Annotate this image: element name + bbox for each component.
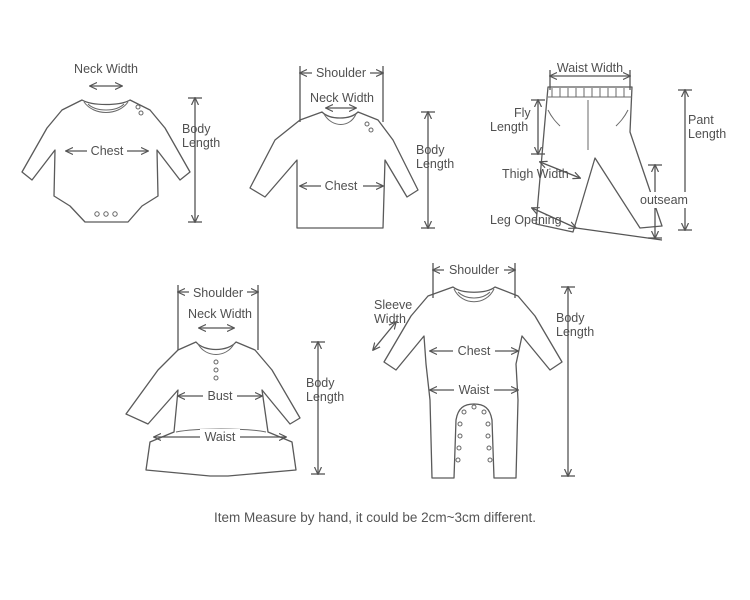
pants-pant-length-label-1: Pant: [688, 113, 714, 127]
romper-sleeve-width-label-2: Width: [374, 312, 406, 326]
romper-shoulder-label: Shoulder: [449, 263, 499, 277]
romper-body-length-label-2: Length: [556, 325, 594, 339]
dress-body-length-label-1: Body: [306, 376, 335, 390]
pants-fly-length-label-2: Length: [490, 120, 528, 134]
bodysuit-figure: [21, 99, 191, 223]
dress-figure: [125, 341, 301, 477]
romper-body-length-label-1: Body: [556, 311, 585, 325]
romper-chest-label: Chest: [458, 344, 491, 358]
bodysuit-body-length-label-2: Length: [182, 136, 220, 150]
pants-fly-length-label-1: Fly: [514, 106, 531, 120]
measurement-note: Item Measure by hand, it could be 2cm~3c…: [213, 510, 537, 525]
romper-sleeve-arrow: [373, 322, 396, 350]
pants-leg-opening-label: Leg Opening: [490, 213, 562, 227]
pants-waist-width-label: Waist Width: [557, 61, 623, 75]
top-body-length-label-2: Length: [416, 157, 454, 171]
bodysuit-body-length-label-1: Body: [182, 122, 211, 136]
top-body-length-label-1: Body: [416, 143, 445, 157]
pants-outseam-label: outseam: [640, 193, 688, 207]
top-figure: [249, 111, 419, 229]
pants-pant-length-label-2: Length: [688, 127, 726, 141]
dress-neck-width-label: Neck Width: [188, 307, 252, 321]
dress-shoulder-label: Shoulder: [193, 286, 243, 300]
pants-leg-opening-arrow: [532, 208, 576, 228]
bodysuit-neck-width-label: Neck Width: [74, 62, 138, 76]
romper-sleeve-width-label-1: Sleeve: [374, 298, 412, 312]
romper-waist-label: Waist: [459, 383, 490, 397]
dress-body-length-label-2: Length: [306, 390, 344, 404]
pants-thigh-arrow: [540, 162, 580, 178]
top-shoulder-label: Shoulder: [316, 66, 366, 80]
pants-thigh-width-label: Thigh Width: [502, 167, 569, 181]
dress-bust-label: Bust: [207, 389, 233, 403]
pants-figure: [535, 86, 663, 233]
top-chest-label: Chest: [325, 179, 358, 193]
bodysuit-chest-label: Chest: [91, 144, 124, 158]
top-neck-width-label: Neck Width: [310, 91, 374, 105]
dress-waist-label: Waist: [205, 430, 236, 444]
